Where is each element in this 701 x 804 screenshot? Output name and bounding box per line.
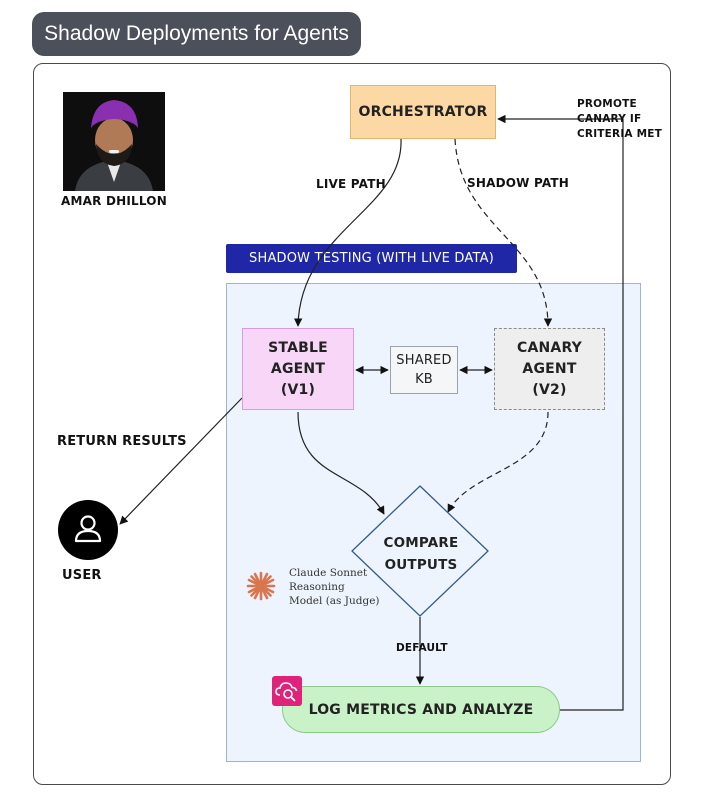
live-path-edge <box>293 138 402 327</box>
return-results-label: RETURN RESULTS <box>57 434 187 449</box>
cloud-search-icon <box>272 676 302 706</box>
judge-line-2: Reasoning <box>289 581 345 593</box>
orchestrator-node: ORCHESTRATOR <box>350 85 496 139</box>
author-name: AMAR DHILLON <box>61 194 167 208</box>
promote-label: PROMOTE CANARY IF CRITERIA MET <box>577 97 672 142</box>
shared-kb-line-1: SHARED <box>396 353 452 368</box>
promote-line-2: CANARY IF <box>577 113 642 125</box>
promote-line-3: CRITERIA MET <box>577 128 662 140</box>
judge-caption: Claude Sonnet Reasoning Model (as Judge) <box>289 566 389 608</box>
canary-agent-node: CANARY AGENT (V2) <box>494 328 605 410</box>
stable-agent-line-3: (V1) <box>280 381 316 398</box>
user-node <box>58 500 118 560</box>
shadow-path-label: SHADOW PATH <box>467 176 570 190</box>
shadow-testing-banner: SHADOW TESTING (WITH LIVE DATA) <box>226 244 517 273</box>
stable-agent-line-1: STABLE <box>268 339 328 356</box>
compare-outputs-label: COMPARE OUTPUTS <box>370 532 472 576</box>
shadow-path-edge <box>454 138 553 327</box>
default-label: DEFAULT <box>396 642 448 654</box>
shared-kb-node: SHARED KB <box>390 346 458 394</box>
return-results-edge <box>119 397 243 525</box>
compare-line-1: COMPARE <box>383 535 459 551</box>
canary-agent-line-1: CANARY <box>516 339 582 356</box>
user-icon <box>74 515 102 543</box>
compare-line-2: OUTPUTS <box>384 557 458 573</box>
judge-line-3: Model (as Judge) <box>289 595 380 607</box>
judge-line-1: Claude Sonnet <box>289 567 368 579</box>
live-path-label: LIVE PATH <box>316 177 386 191</box>
compare-outputs-diamond <box>351 485 489 617</box>
author-photo <box>63 92 165 191</box>
canary-agent-line-2: AGENT <box>522 360 577 377</box>
stable-agent-line-2: AGENT <box>270 360 326 377</box>
log-metrics-node: LOG METRICS AND ANALYZE <box>282 686 560 733</box>
page-title: Shadow Deployments for Agents <box>32 12 361 56</box>
claude-starburst-icon <box>246 571 276 601</box>
user-label: USER <box>62 568 102 583</box>
diagram-frame <box>33 63 671 785</box>
promote-line-1: PROMOTE <box>577 98 637 110</box>
canary-agent-line-3: (V2) <box>532 381 567 398</box>
shared-kb-line-2: KB <box>415 372 433 387</box>
promote-edge <box>497 114 624 711</box>
canary-compare-edge <box>447 411 549 513</box>
stable-compare-edge <box>297 411 385 515</box>
stable-agent-node: STABLE AGENT (V1) <box>242 328 354 410</box>
